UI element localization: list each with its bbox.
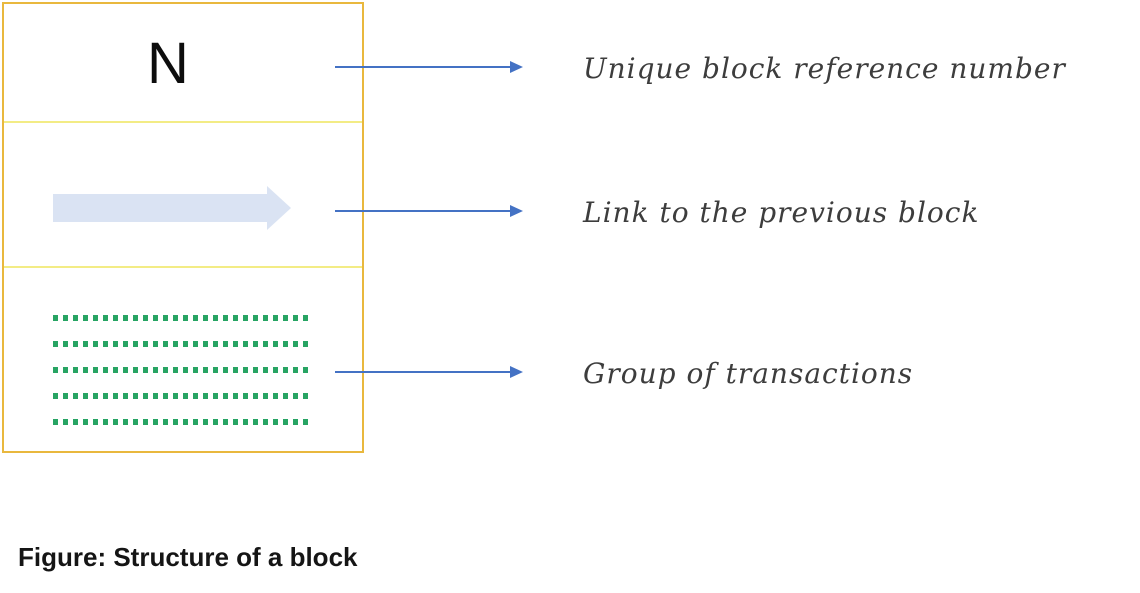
connector-arrow-reference xyxy=(335,61,523,73)
figure-caption: Figure: Structure of a block xyxy=(18,542,358,572)
connector-arrowhead-icon xyxy=(510,366,523,378)
connector-arrow-link xyxy=(335,205,523,217)
previous-block-arrow-body xyxy=(53,194,267,222)
section-divider-2 xyxy=(4,266,362,268)
section-divider-1 xyxy=(4,121,362,123)
connector-arrowhead-icon xyxy=(510,205,523,217)
connector-line xyxy=(335,371,512,373)
previous-block-arrow-icon xyxy=(53,186,291,230)
label-previous-link: Link to the previous block xyxy=(583,196,980,229)
connector-arrow-transactions xyxy=(335,366,523,378)
block-reference-symbol: N xyxy=(147,31,189,96)
transaction-dot-row xyxy=(53,393,309,399)
connector-line xyxy=(335,66,512,68)
transaction-dots-graphic xyxy=(53,315,309,445)
transaction-dot-row xyxy=(53,315,309,321)
label-transactions-group: Group of transactions xyxy=(583,357,914,390)
previous-block-arrowhead-icon xyxy=(267,186,291,230)
block-box: N xyxy=(2,2,364,453)
transaction-dot-row xyxy=(53,341,309,347)
connector-arrowhead-icon xyxy=(510,61,523,73)
label-unique-reference: Unique block reference number xyxy=(583,52,1066,85)
connector-line xyxy=(335,210,512,212)
transaction-dot-row xyxy=(53,367,309,373)
transaction-dot-row xyxy=(53,419,309,425)
